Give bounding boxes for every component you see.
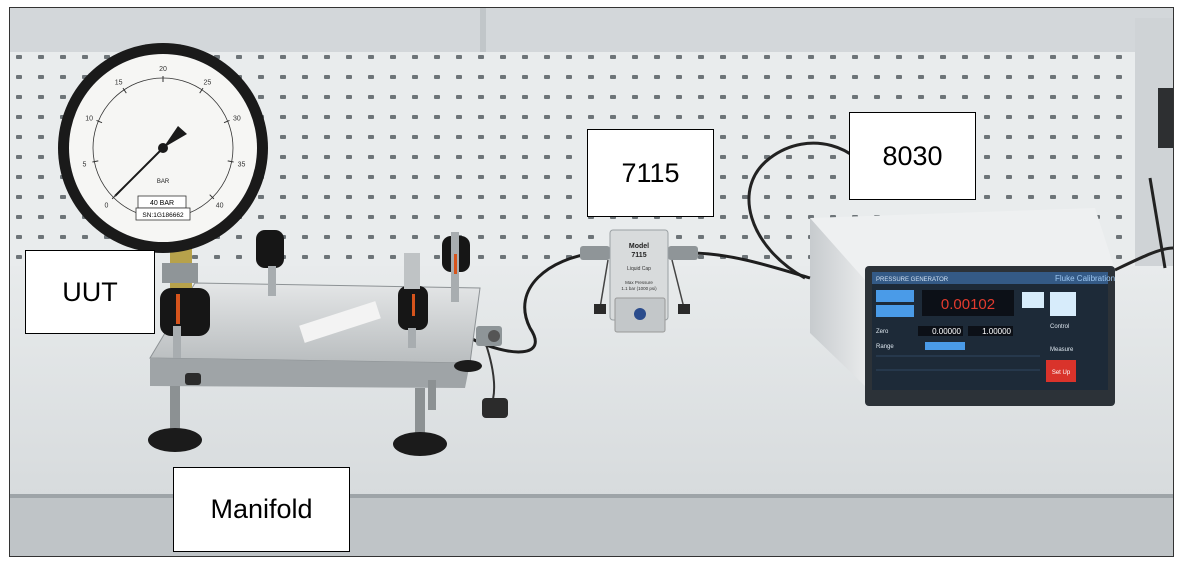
svg-text:7115: 7115 [631, 252, 646, 259]
gauge-scale-label: 10 [85, 115, 93, 122]
svg-text:0.00000: 0.00000 [932, 327, 961, 336]
gauge-scale-label: 25 [204, 80, 212, 87]
callout-manifold: Manifold [173, 467, 350, 552]
reading-value: 0.00102 [941, 296, 995, 313]
gauge-tick [96, 119, 103, 124]
callout-8030-label: 8030 [882, 140, 943, 171]
sensor-7115: Model 7115 Liquid Cap Max Pressure 1.1 b… [580, 229, 698, 333]
svg-text:PRESSURE GENERATOR: PRESSURE GENERATOR [876, 277, 949, 283]
svg-text:Zero: Zero [876, 329, 889, 335]
gauge-tick [111, 194, 117, 200]
svg-text:Control: Control [1050, 324, 1069, 330]
callout-7115-label: 7115 [621, 157, 680, 188]
gauge-tick [223, 119, 230, 124]
gauge-uut: BAR 40 BAR SN:1G186662 0 5 10 15 20 25 30 35 40 [58, 43, 268, 288]
callout-7115: 7115 [587, 129, 714, 217]
gauge-scale: 0 5 10 15 20 25 30 35 40 [83, 66, 246, 210]
callout-uut: UUT [25, 250, 155, 334]
svg-text:Model: Model [629, 243, 649, 250]
gauge-scale-label: 40 [216, 203, 224, 210]
svg-text:1.00000: 1.00000 [982, 327, 1011, 336]
gauge-scale-label: 20 [159, 66, 167, 73]
gauge-scale-label: 5 [83, 162, 87, 169]
cable-8030 [747, 141, 872, 280]
gauge-scale-label: 30 [233, 115, 241, 122]
svg-text:Range: Range [876, 344, 894, 350]
callout-uut-label: UUT [62, 276, 118, 307]
svg-text:Fluke Calibration: Fluke Calibration [1055, 274, 1115, 283]
svg-text:Set Up: Set Up [1052, 370, 1071, 376]
svg-text:BAR: BAR [157, 179, 170, 185]
gauge-tick [92, 160, 99, 163]
gauge-scale-label: 0 [104, 203, 108, 210]
gauge-scale-label: 15 [115, 80, 123, 87]
gauge-tick [227, 160, 234, 163]
svg-text:1.1 bar (1000 psi): 1.1 bar (1000 psi) [621, 286, 657, 291]
gauge-scale-label: 35 [238, 162, 246, 169]
svg-text:Liquid Cap: Liquid Cap [627, 266, 651, 272]
svg-text:Max Pressure: Max Pressure [625, 280, 653, 285]
pressure-controller-8030: PRESSURE GENERATOR Fluke Calibration 0.0… [810, 208, 1115, 406]
gauge-tick [209, 194, 215, 200]
gauge-tick [122, 87, 127, 94]
manifold [148, 230, 502, 456]
gauge-tick [199, 87, 204, 94]
tube-left-7115 [469, 251, 596, 354]
callout-manifold-label: Manifold [210, 494, 313, 524]
lab-bench-photo: PRESSURE GENERATOR Fluke Calibration 0.0… [10, 8, 1173, 556]
photo-frame: PRESSURE GENERATOR Fluke Calibration 0.0… [9, 7, 1174, 557]
callout-8030: 8030 [849, 112, 976, 200]
gauge-unit-plate: 40 BAR [150, 200, 174, 207]
svg-text:Measure: Measure [1050, 347, 1074, 353]
gauge-serial-plate: SN:1G186662 [142, 212, 184, 219]
